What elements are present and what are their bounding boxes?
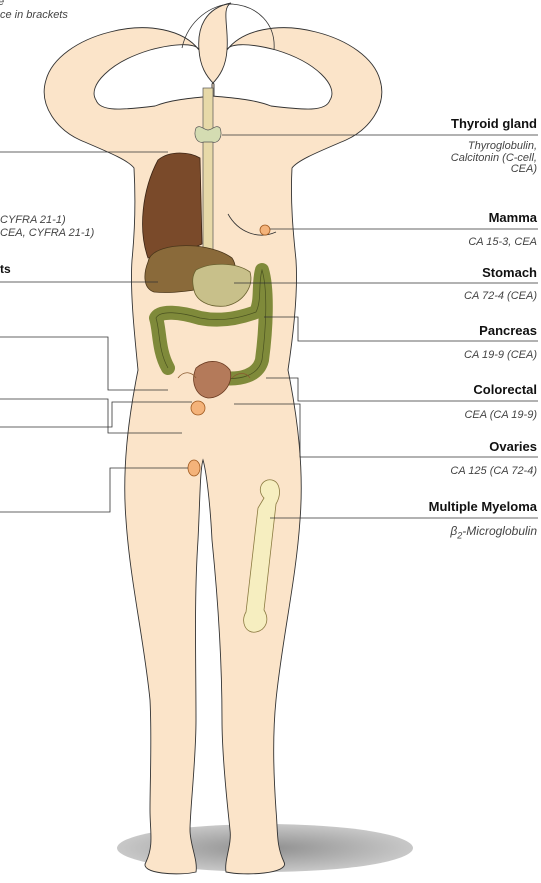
trachea [203, 88, 213, 268]
label-multiple-myeloma: Multiple Myeloma [429, 499, 537, 514]
label-mamma: Mamma [489, 210, 537, 225]
header-line-2: ce in brackets [0, 9, 68, 21]
left-markers-1: CYFRA 21-1) [0, 214, 66, 226]
label-pancreas: Pancreas [479, 323, 537, 338]
left-label-cut: ts [0, 262, 11, 276]
markers-colorectal: CEA (CA 19-9) [464, 410, 537, 422]
ovary-organ [191, 401, 205, 415]
header-line-1: e [0, 0, 4, 8]
markers-thyroid-text: Thyroglobulin, Calcitonin (C-cell, CEA) [451, 140, 537, 175]
myeloma-suffix: -Microglobulin [462, 524, 537, 538]
label-stomach: Stomach [482, 265, 537, 280]
markers-mamma: CA 15-3, CEA [468, 237, 537, 249]
label-thyroid-gland: Thyroid gland [451, 116, 537, 131]
markers-stomach: CA 72-4 (CEA) [464, 291, 537, 303]
markers-ovaries: CA 125 (CA 72-4) [450, 466, 537, 478]
lower-node-organ [188, 460, 200, 476]
markers-pancreas: CA 19-9 (CEA) [464, 350, 537, 362]
label-ovaries: Ovaries [489, 439, 537, 454]
markers-thyroid-gland: Thyroglobulin, Calcitonin (C-cell, CEA) [451, 141, 537, 176]
left-markers-2: CEA, CYFRA 21-1) [0, 227, 94, 239]
label-colorectal: Colorectal [473, 382, 537, 397]
markers-multiple-myeloma: β2-Microglobulin [450, 526, 537, 542]
mamma-organ [260, 225, 270, 235]
